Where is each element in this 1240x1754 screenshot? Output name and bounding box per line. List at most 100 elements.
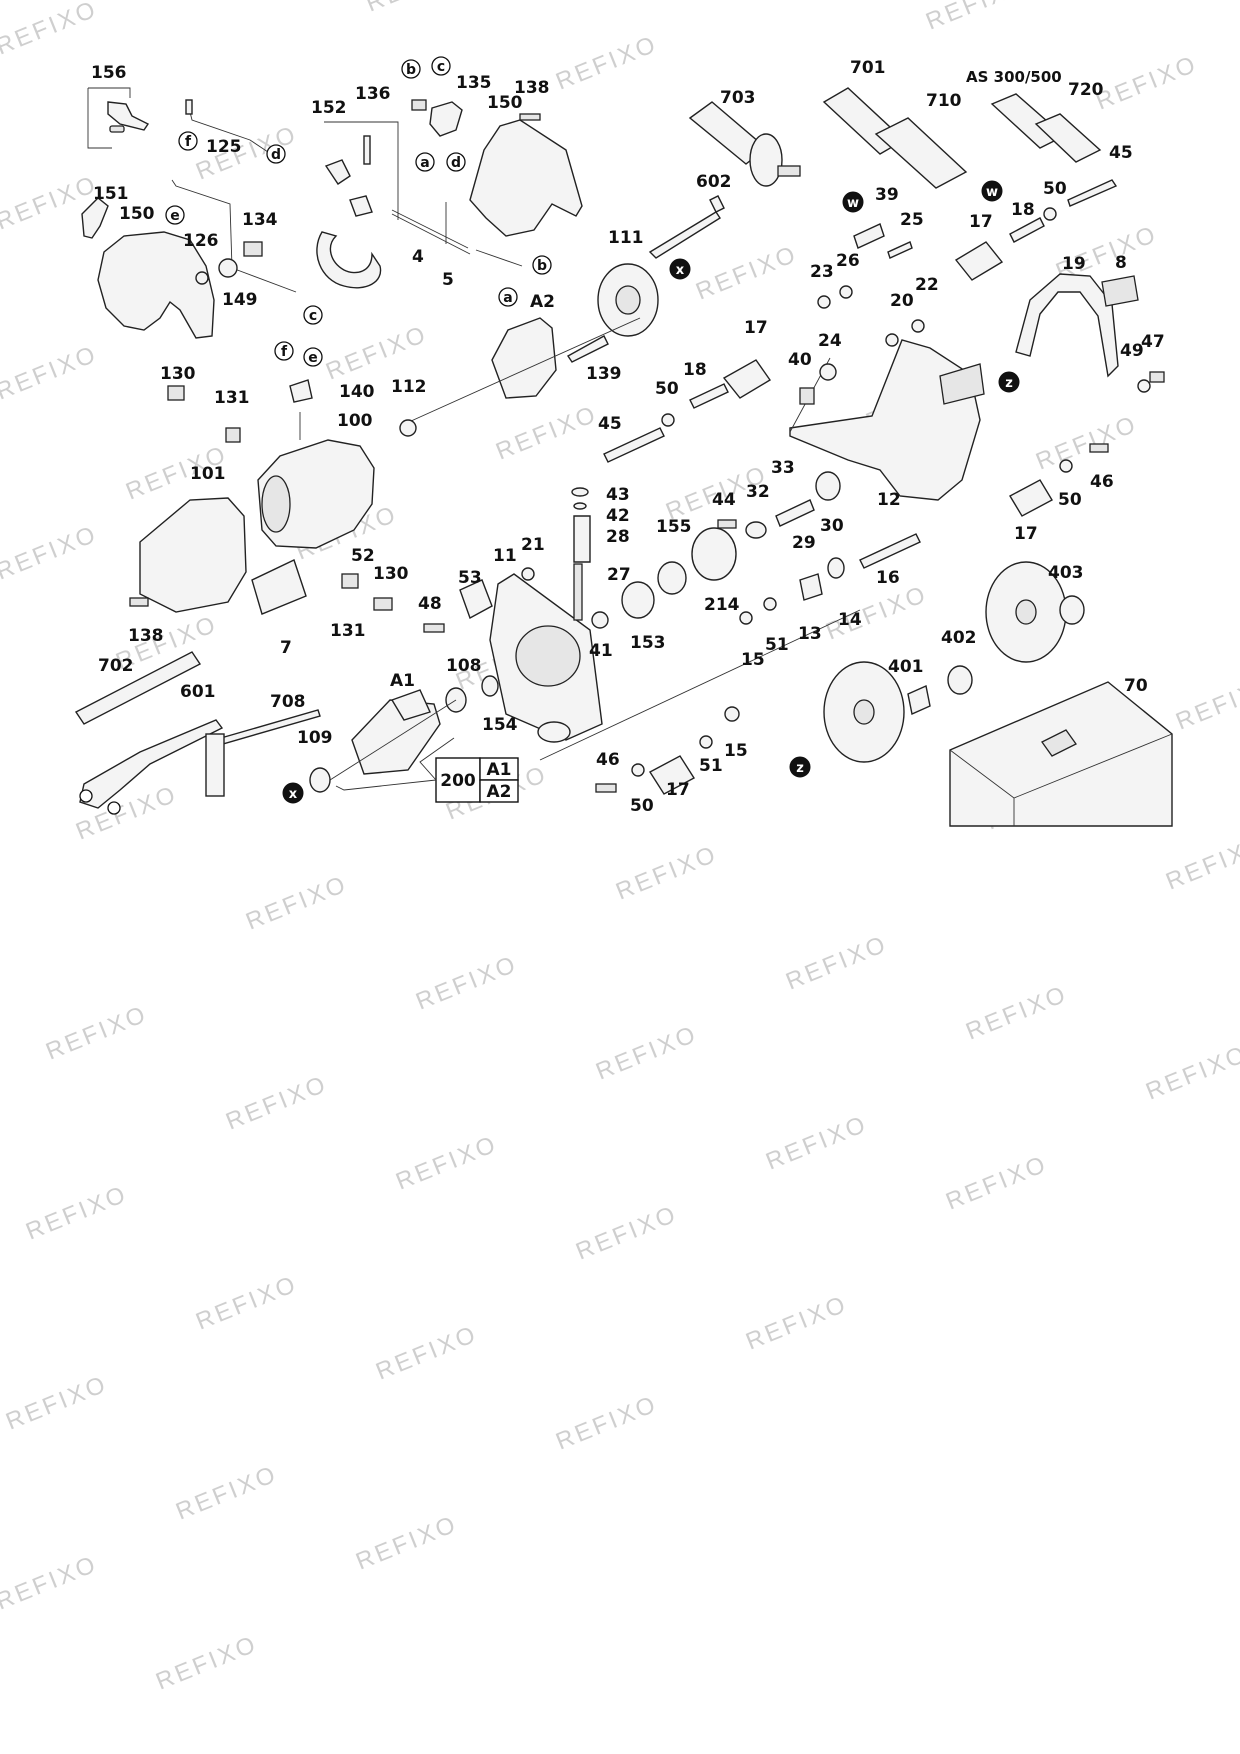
watermark: REFIXO (412, 950, 522, 1015)
part-131-holder (225, 427, 241, 443)
label-150: 150 (119, 204, 155, 224)
label-47: 47 (1141, 332, 1165, 352)
part-601-pin (107, 801, 121, 815)
watermark: REFIXO (372, 1320, 482, 1385)
label-139: 139 (586, 364, 622, 384)
label-23: 23 (810, 262, 834, 282)
connector-b-label: b (406, 62, 416, 78)
part-152-screw (363, 135, 371, 165)
leader-line (87, 88, 112, 149)
label-45: 45 (598, 414, 622, 434)
part-138-screw (519, 113, 541, 121)
label-19: 19 (1062, 254, 1086, 274)
connector-d-label: d (451, 155, 461, 171)
label-50: 50 (655, 379, 679, 399)
part-135-trigger (429, 101, 463, 137)
leader-line (419, 737, 455, 781)
part-18-pin (1009, 217, 1045, 243)
part-602-hex-key-bend (709, 195, 725, 213)
parts-armature (309, 675, 499, 793)
connector-w-label: w (847, 196, 859, 211)
part-washer (195, 271, 209, 285)
label-41: 41 (589, 641, 613, 661)
part-126-rod (171, 179, 233, 269)
part-601-pin (79, 789, 93, 803)
part-42-ring (573, 502, 587, 510)
part-139-screw (566, 335, 609, 363)
label-214: 214 (704, 595, 740, 615)
label-20: 20 (890, 291, 914, 311)
watermark: REFIXO (242, 870, 352, 935)
kit-number: 200 (440, 771, 476, 791)
watermark: REFIXO (2, 1370, 112, 1435)
label-11: 11 (493, 546, 517, 566)
watermark: REFIXO (0, 1550, 102, 1615)
label-401: 401 (888, 657, 924, 677)
part-151-knob (81, 197, 109, 239)
watermark: REFIXO (572, 1200, 682, 1265)
part-32-nut (745, 521, 767, 539)
connector-f-label: f (281, 344, 288, 360)
label-138: 138 (514, 78, 550, 98)
watermark: REFIXO (0, 520, 102, 585)
label-17: 17 (744, 318, 768, 338)
part-708-handle (205, 733, 225, 797)
part-blade-hub (1015, 599, 1037, 625)
kit-200-box: 200 A1 A2 (335, 737, 519, 803)
part-153-gear (621, 581, 655, 619)
label-42: 42 (606, 506, 630, 526)
part-130-brush (341, 573, 359, 589)
part-720-nozzle (1034, 113, 1102, 163)
connector-b (532, 255, 552, 275)
watermark: REFIXO (152, 1630, 262, 1695)
label-14: 14 (838, 610, 862, 630)
label-5: 5 (442, 270, 454, 290)
part-23-nut (817, 295, 831, 309)
connector-a-label: a (420, 155, 429, 171)
part-22-nut (911, 319, 925, 333)
label-156: 156 (91, 63, 127, 83)
label-22: 22 (915, 275, 939, 295)
part-40-knob (799, 387, 815, 405)
watermark: REFIXO (392, 1130, 502, 1195)
watermark: REFIXO (962, 980, 1072, 1045)
connector-e-label: e (170, 208, 180, 224)
part-401-screw (907, 685, 931, 715)
watermark: REFIXO (1092, 50, 1202, 115)
label-155: 155 (656, 517, 692, 537)
connector-a-label: a (503, 290, 512, 306)
part-45-bolt (603, 427, 665, 463)
label-50: 50 (630, 796, 654, 816)
part-39-scale (853, 223, 885, 249)
axis-line (399, 317, 641, 427)
part-152-clamp (324, 159, 351, 185)
label-602: 602 (696, 172, 732, 192)
label-46: 46 (596, 750, 620, 770)
label-28: 28 (606, 527, 630, 547)
connector-z-label: z (796, 761, 804, 776)
watermark: REFIXO (322, 320, 432, 385)
part-130-brush (167, 385, 185, 401)
watermark: REFIXO (1032, 410, 1142, 475)
watermark: REFIXO (782, 930, 892, 995)
connector-w (842, 191, 864, 213)
label-153: 153 (630, 633, 666, 653)
watermark: REFIXO (362, 0, 472, 18)
label-125: 125 (206, 137, 242, 157)
axis-line (539, 609, 861, 761)
part-12-guard (789, 339, 981, 501)
label-12: 12 (877, 490, 901, 510)
watermark: REFIXO (1142, 1040, 1240, 1105)
part-19-cover (1015, 273, 1119, 378)
label-44: 44 (712, 490, 736, 510)
label-108: 108 (446, 656, 482, 676)
part-28-spring (573, 515, 591, 563)
watermark: REFIXO (352, 1510, 462, 1575)
part-45-bolt (1067, 179, 1118, 207)
connector-c-label: c (309, 308, 317, 324)
part-156-spring (109, 125, 125, 133)
connector-f-label: f (185, 134, 192, 150)
part-150-guard-half (97, 231, 215, 339)
label-40: 40 (788, 350, 812, 370)
